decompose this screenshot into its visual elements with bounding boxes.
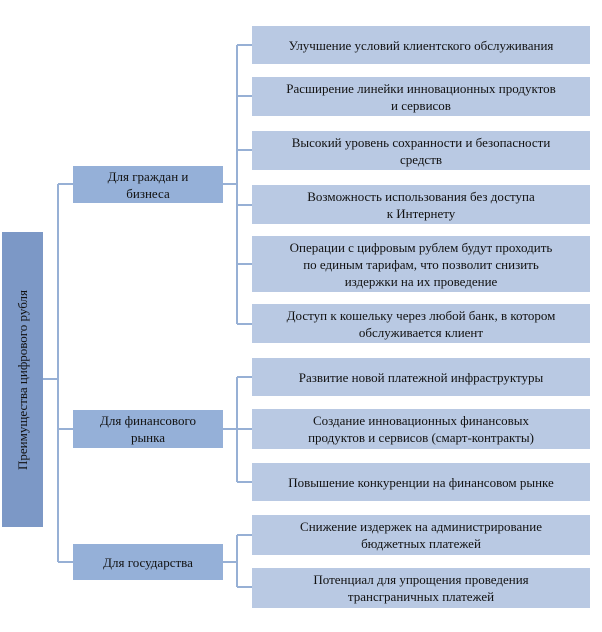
- benefit-item: Доступ к кошельку через любой банк, в ко…: [252, 304, 590, 343]
- item-line: Снижение издержек на администрирование: [300, 519, 542, 534]
- item-line: Улучшение условий клиентского обслуживан…: [288, 37, 554, 53]
- item-line: Расширение линейки инновационных продукт…: [286, 80, 556, 96]
- group-financial-market: Для финансового рынка: [73, 410, 223, 448]
- root-label: Преимущества цифрового рубля: [14, 289, 30, 470]
- root-node: Преимущества цифрового рубля: [2, 232, 43, 527]
- item-line: Повышение конкуренции на финансовом рынк…: [288, 474, 554, 490]
- benefit-item: Повышение конкуренции на финансовом рынк…: [252, 463, 590, 501]
- item-line: издержки на их проведение: [344, 273, 498, 289]
- group-citizens-business: Для граждан и бизнеса: [73, 166, 223, 203]
- item-line: Возможность использования без доступа: [307, 188, 535, 204]
- item-line: и сервисов: [391, 97, 451, 113]
- item-line: к Интернету: [386, 205, 456, 221]
- item-line: Доступ к кошельку через любой банк, в ко…: [286, 307, 556, 323]
- group-2-label-line-1: Для финансового: [100, 413, 196, 428]
- benefit-item: Расширение линейки инновационных продукт…: [252, 77, 590, 116]
- group-1-label-line-2: бизнеса: [126, 185, 170, 201]
- item-line: Создание инновационных финансовых: [312, 413, 529, 428]
- benefit-item: Потенциал для упрощения проведения транс…: [252, 568, 590, 608]
- item-line: по единым тарифам, что позволит снизить: [303, 256, 539, 272]
- benefit-item: Снижение издержек на администрирование б…: [252, 515, 590, 555]
- group-2-label-line-2: рынка: [130, 430, 166, 445]
- item-line: Высокий уровень сохранности и безопаснос…: [291, 134, 551, 150]
- item-line: средств: [399, 151, 443, 167]
- benefit-item: Возможность использования без доступа к …: [252, 185, 590, 224]
- item-line: обслуживается клиент: [358, 324, 484, 340]
- item-line: Операции с цифровым рублем будут проходи…: [289, 239, 553, 255]
- item-line: Потенциал для упрощения проведения: [313, 572, 529, 587]
- group-3-label-line-1: Для государства: [103, 554, 193, 570]
- benefit-item: Операции с цифровым рублем будут проходи…: [252, 236, 590, 292]
- item-line: Развитие новой платежной инфраструктуры: [298, 369, 544, 385]
- item-line: продуктов и сервисов (смарт-контракты): [308, 430, 534, 445]
- benefit-item: Высокий уровень сохранности и безопаснос…: [252, 131, 590, 170]
- benefit-item: Создание инновационных финансовых продук…: [252, 409, 590, 449]
- group-state: Для государства: [73, 544, 223, 580]
- group-1-label-line-1: Для граждан и: [107, 168, 189, 184]
- item-line: бюджетных платежей: [361, 536, 481, 551]
- benefit-item: Развитие новой платежной инфраструктуры: [252, 358, 590, 396]
- benefit-item: Улучшение условий клиентского обслуживан…: [252, 26, 590, 64]
- item-line: трансграничных платежей: [347, 589, 495, 604]
